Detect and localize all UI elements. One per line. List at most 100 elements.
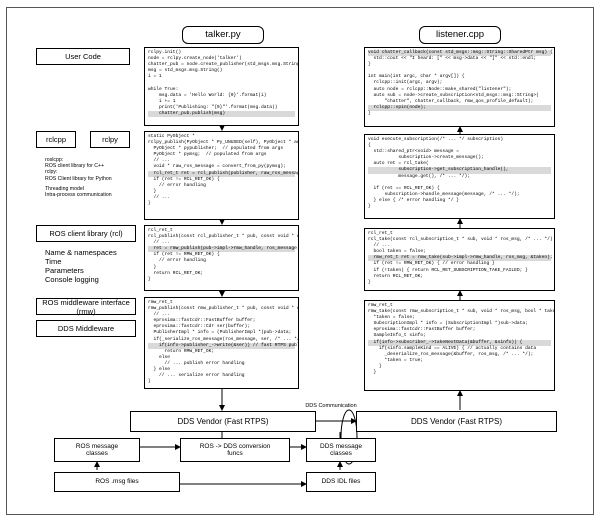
code-line: if (!taken) { return RCL_RET_SUBSCRIPTIO… bbox=[368, 267, 528, 273]
code-line: } bbox=[148, 379, 151, 385]
code-line: std::cout << "I heard: [" << msg->data <… bbox=[368, 56, 537, 62]
code-line: subscription->get_subscription_handle(), bbox=[368, 167, 551, 174]
code-line: if(info->publisher_->write(&ser)) // fas… bbox=[148, 342, 299, 349]
code-line: _deserialize_ros_message(&buffer, ros_ms… bbox=[368, 351, 534, 357]
note-line: rclpy: bbox=[45, 169, 58, 176]
code-line: } else bbox=[148, 367, 171, 373]
code-line: } bbox=[368, 363, 382, 369]
code-line: message.get(), /* ... */); bbox=[368, 173, 470, 179]
code-line: } else { /* error handling */ } bbox=[368, 197, 459, 203]
note-line: Name & namespaces bbox=[45, 248, 117, 257]
code-line: rmw_ret_t ret = rmw_take(sub->impl->rmw_… bbox=[368, 255, 553, 262]
code-line: } bbox=[148, 264, 157, 270]
code-line: auto ret = rcl_take( bbox=[368, 161, 429, 167]
code-line: rcl_ret_t bbox=[368, 231, 393, 236]
code-line: rcl_ret_t bbox=[148, 228, 173, 233]
code-line: msg.data = 'Hello World: {0}'.format(i) bbox=[148, 92, 267, 98]
code-line: if (ret != RMW_RET_OK) { bbox=[148, 252, 220, 258]
code-line: rmw_ret_t bbox=[148, 300, 173, 305]
code-line: PublisherImpl * info = (PublisherImpl *)… bbox=[148, 330, 292, 336]
code-line: if (ret != RCL_RET_OK) { bbox=[148, 176, 220, 182]
code-line: void execute_subscription(/* ... */ subs… bbox=[368, 137, 504, 142]
code-line: // ... serialize error handling bbox=[148, 373, 245, 379]
code-line: rcl_take(const rcl_subscription_t * sub,… bbox=[368, 237, 555, 243]
rcl-notes: Name & namespaces Time Parameters Consol… bbox=[45, 248, 145, 284]
code-line: if (ret == RCL_RET_OK) { bbox=[368, 185, 440, 191]
code-line: } bbox=[148, 188, 157, 194]
diagram-frame bbox=[6, 7, 594, 515]
code-line: *taken = true; bbox=[368, 357, 424, 363]
code-line: if(info->subscriber_->takeNextData(&buff… bbox=[368, 339, 551, 346]
code-line: } bbox=[368, 370, 377, 376]
ros-message-classes-box: ROS message classes bbox=[54, 438, 140, 462]
code-line: // error handling bbox=[148, 182, 206, 188]
listener-header: listener.cpp bbox=[419, 26, 501, 44]
code-line: rclcpp::spin(node); bbox=[368, 104, 551, 111]
code-line: rmw_take(const rmw_subscription_t * sub,… bbox=[368, 309, 555, 315]
code-line: } bbox=[148, 201, 151, 207]
code-line: // ... publish error handling bbox=[148, 360, 245, 366]
code-line: return RCL_RET_OK; bbox=[368, 273, 424, 279]
code-line: i = 1 bbox=[148, 74, 162, 80]
code-line: return RMW_RET_OK; bbox=[148, 348, 215, 354]
code-line: else bbox=[148, 354, 171, 360]
code-line: } bbox=[368, 62, 371, 68]
code-line: // ... bbox=[368, 243, 391, 249]
code-line: if(sinfo.sampleKind == ALIVE) { // actua… bbox=[368, 345, 537, 351]
note-line: Parameters bbox=[45, 266, 84, 275]
code-line: rcl_ret_t ret = rcl_publish(publisher, r… bbox=[148, 170, 299, 177]
code-line: // ... bbox=[148, 158, 171, 164]
listener-user-code: void chatter_callback(const std_msgs::ms… bbox=[364, 47, 555, 127]
talker-client-code: static PyObject *rclpy_publish(PyObject … bbox=[144, 131, 299, 220]
code-line: std::shared_ptr<void> message = bbox=[368, 149, 459, 155]
ros-msg-files-box: ROS .msg files bbox=[54, 472, 180, 492]
code-line: chatter_pub = node.create_publisher(std_… bbox=[148, 62, 299, 68]
rclcpp-label: rclcpp bbox=[36, 131, 76, 148]
code-line: { bbox=[368, 143, 371, 149]
code-line: bool taken = false; bbox=[368, 249, 426, 255]
rcl-label: ROS client library (rcl) bbox=[36, 225, 136, 242]
dds-idl-files-box: DDS IDL files bbox=[306, 472, 376, 492]
code-line: msg = std_msgs.msg.String() bbox=[148, 68, 223, 74]
code-line: i += 1 bbox=[148, 98, 176, 104]
rmw-label: ROS middleware interface (rmw) bbox=[36, 298, 136, 316]
note-line: ROS Client library for Python bbox=[45, 175, 112, 182]
code-line: void * raw_ros_message = convert_from_py… bbox=[148, 164, 286, 170]
note-line: Intra-process communication bbox=[45, 192, 112, 199]
code-line: if(_serialize_ros_message(ros_message, s… bbox=[148, 336, 299, 342]
code-line: SampleInfo_t sinfo; bbox=[368, 333, 426, 339]
rclpy-label: rclpy bbox=[90, 131, 130, 148]
code-line: eprosima::fastcdr::FastBuffer buffer; bbox=[148, 318, 256, 324]
code-line: int main(int argc, char * argv[]) { bbox=[368, 74, 465, 80]
code-line: rclpy.init() bbox=[148, 50, 182, 55]
code-line: *taken = false; bbox=[368, 315, 415, 321]
ros-to-dds-box: ROS -> DDS conversion funcs bbox=[180, 438, 290, 462]
code-line: // ... bbox=[148, 312, 171, 318]
code-line: PyObject * pymsg; // populated from args bbox=[148, 152, 267, 158]
note-line: Threading model bbox=[45, 185, 84, 192]
dds-vendor-right: DDS Vendor (Fast RTPS) bbox=[356, 411, 557, 432]
code-line: rcl_publish(const rcl_publisher_t * pub,… bbox=[148, 234, 298, 240]
note-line: Time bbox=[45, 257, 62, 266]
code-line: if (ret != RMW_RET_OK) { // error handli… bbox=[368, 261, 495, 267]
code-line: auto sub = node->create_subscription<std… bbox=[368, 92, 539, 98]
dds-communication-label: DDS Communication bbox=[305, 402, 357, 409]
code-line: SubscriptionImpl * info = (SubscriptionI… bbox=[368, 321, 528, 327]
code-line: // ... bbox=[148, 240, 171, 246]
note-line: ROS client library for C++ bbox=[45, 163, 105, 170]
dds-middleware-label: DDS Middleware bbox=[36, 320, 136, 337]
code-line: rmw_publish(const rmw_publisher_t * pub,… bbox=[148, 306, 298, 312]
code-line: } bbox=[368, 204, 371, 210]
note-line: roslcpp: bbox=[45, 157, 64, 163]
code-line: // ... bbox=[148, 194, 171, 200]
code-line: rmw_ret_t bbox=[368, 303, 393, 308]
user-code-label: User Code bbox=[36, 48, 130, 65]
code-line: static PyObject * bbox=[148, 134, 195, 139]
code-line: PyObject * pypublisher; // populated fro… bbox=[148, 146, 284, 152]
code-line: } bbox=[148, 276, 151, 282]
dds-message-classes-box: DDS message classes bbox=[306, 438, 376, 462]
